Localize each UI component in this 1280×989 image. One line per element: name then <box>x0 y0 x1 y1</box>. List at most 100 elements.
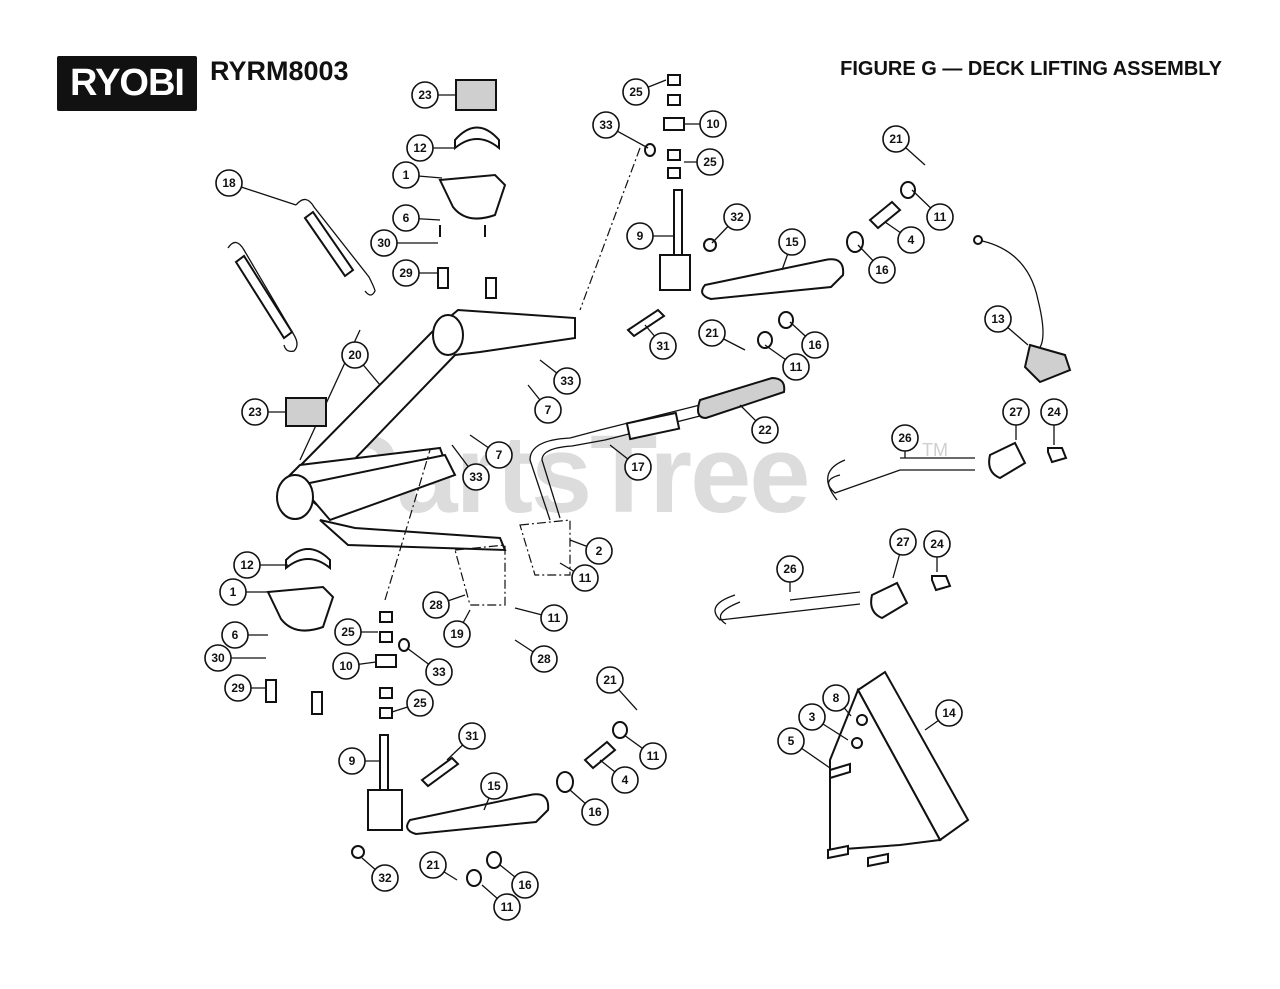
part-callout-1: 1 <box>219 578 247 606</box>
callout-circle <box>332 652 360 680</box>
callout-number: 6 <box>232 628 239 642</box>
callout-circle <box>334 618 362 646</box>
callout-circle <box>571 564 599 592</box>
part-callout-27: 27 <box>1002 398 1030 426</box>
callout-number: 9 <box>349 754 356 768</box>
callout-circle <box>411 81 439 109</box>
height-rod-upper <box>827 441 1068 501</box>
part-callout-24: 24 <box>1040 398 1068 426</box>
part-callout-4: 4 <box>611 766 639 794</box>
callout-circle <box>624 453 652 481</box>
callout-circle <box>425 658 453 686</box>
callout-number: 16 <box>518 878 532 892</box>
callout-circle <box>751 416 779 444</box>
callout-number: 16 <box>808 338 822 352</box>
callout-number: 24 <box>930 537 944 551</box>
callout-number: 15 <box>785 235 799 249</box>
callout-number: 14 <box>942 706 956 720</box>
part-callout-25: 25 <box>696 148 724 176</box>
part-callout-25: 25 <box>622 78 650 106</box>
part-callout-11: 11 <box>493 893 521 921</box>
part-callout-6: 6 <box>392 204 420 232</box>
part-callout-11: 11 <box>926 203 954 231</box>
callout-circle <box>392 259 420 287</box>
callout-circle <box>419 851 447 879</box>
lower-mount-bracket <box>265 397 335 715</box>
callout-circle <box>422 591 450 619</box>
callout-number: 5 <box>788 734 795 748</box>
part-callout-4: 4 <box>897 226 925 254</box>
part-callout-26: 26 <box>891 424 919 452</box>
callout-circle <box>782 353 810 381</box>
callout-circle <box>592 111 620 139</box>
callout-circle <box>882 125 910 153</box>
callout-number: 11 <box>790 360 803 374</box>
part-callout-28: 28 <box>530 645 558 673</box>
callout-number: 2 <box>596 544 603 558</box>
callout-circle <box>511 871 539 899</box>
callout-circle <box>897 226 925 254</box>
callout-number: 21 <box>889 132 903 146</box>
callout-circle <box>581 798 609 826</box>
part-callout-9: 9 <box>338 747 366 775</box>
spring-pair <box>227 198 376 353</box>
part-callout-7: 7 <box>534 396 562 424</box>
part-callout-11: 11 <box>571 564 599 592</box>
callout-number: 8 <box>833 691 840 705</box>
part-callout-29: 29 <box>224 674 252 702</box>
callout-circle <box>585 537 613 565</box>
part-callout-33: 33 <box>462 463 490 491</box>
part-callout-6: 6 <box>221 621 249 649</box>
part-callout-5: 5 <box>777 727 805 755</box>
callout-number: 1 <box>403 168 410 182</box>
callout-number: 25 <box>703 155 717 169</box>
part-callout-16: 16 <box>868 256 896 284</box>
part-callout-27: 27 <box>889 528 917 556</box>
callout-number: 13 <box>991 312 1005 326</box>
part-callout-16: 16 <box>801 331 829 359</box>
callout-number: 27 <box>896 535 910 549</box>
part-callout-10: 10 <box>332 652 360 680</box>
callout-number: 7 <box>545 403 552 417</box>
callout-number: 21 <box>426 858 440 872</box>
callout-number: 4 <box>622 773 629 787</box>
callout-circle <box>698 319 726 347</box>
callout-number: 29 <box>399 266 413 280</box>
callout-number: 27 <box>1009 405 1023 419</box>
part-callout-31: 31 <box>649 332 677 360</box>
callout-number: 11 <box>548 611 561 625</box>
part-callout-23: 23 <box>411 81 439 109</box>
callout-circle <box>458 722 486 750</box>
callout-circle <box>480 772 508 800</box>
part-callout-21: 21 <box>596 666 624 694</box>
part-callout-12: 12 <box>233 551 261 579</box>
callout-circle <box>1040 398 1068 426</box>
callout-circle <box>540 604 568 632</box>
part-callout-21: 21 <box>419 851 447 879</box>
callout-circle <box>406 134 434 162</box>
part-callout-31: 31 <box>458 722 486 750</box>
callout-circle <box>891 424 919 452</box>
callout-circle <box>801 331 829 359</box>
callout-circle <box>493 893 521 921</box>
callout-circle <box>221 621 249 649</box>
part-callout-22: 22 <box>751 416 779 444</box>
part-callout-30: 30 <box>204 644 232 672</box>
callout-number: 10 <box>339 659 353 673</box>
lift-arm-frame <box>276 308 576 552</box>
callout-number: 28 <box>537 652 551 666</box>
callout-number: 1 <box>230 585 237 599</box>
callout-number: 33 <box>560 374 574 388</box>
callout-circle <box>889 528 917 556</box>
callout-circle <box>777 727 805 755</box>
callout-circle <box>649 332 677 360</box>
part-callout-17: 17 <box>624 453 652 481</box>
part-callout-16: 16 <box>511 871 539 899</box>
callout-number: 16 <box>875 263 889 277</box>
callout-number: 22 <box>758 423 772 437</box>
callout-number: 3 <box>809 710 816 724</box>
callout-circle <box>204 644 232 672</box>
callout-circle <box>219 578 247 606</box>
callout-circle <box>596 666 624 694</box>
callout-circle <box>215 169 243 197</box>
